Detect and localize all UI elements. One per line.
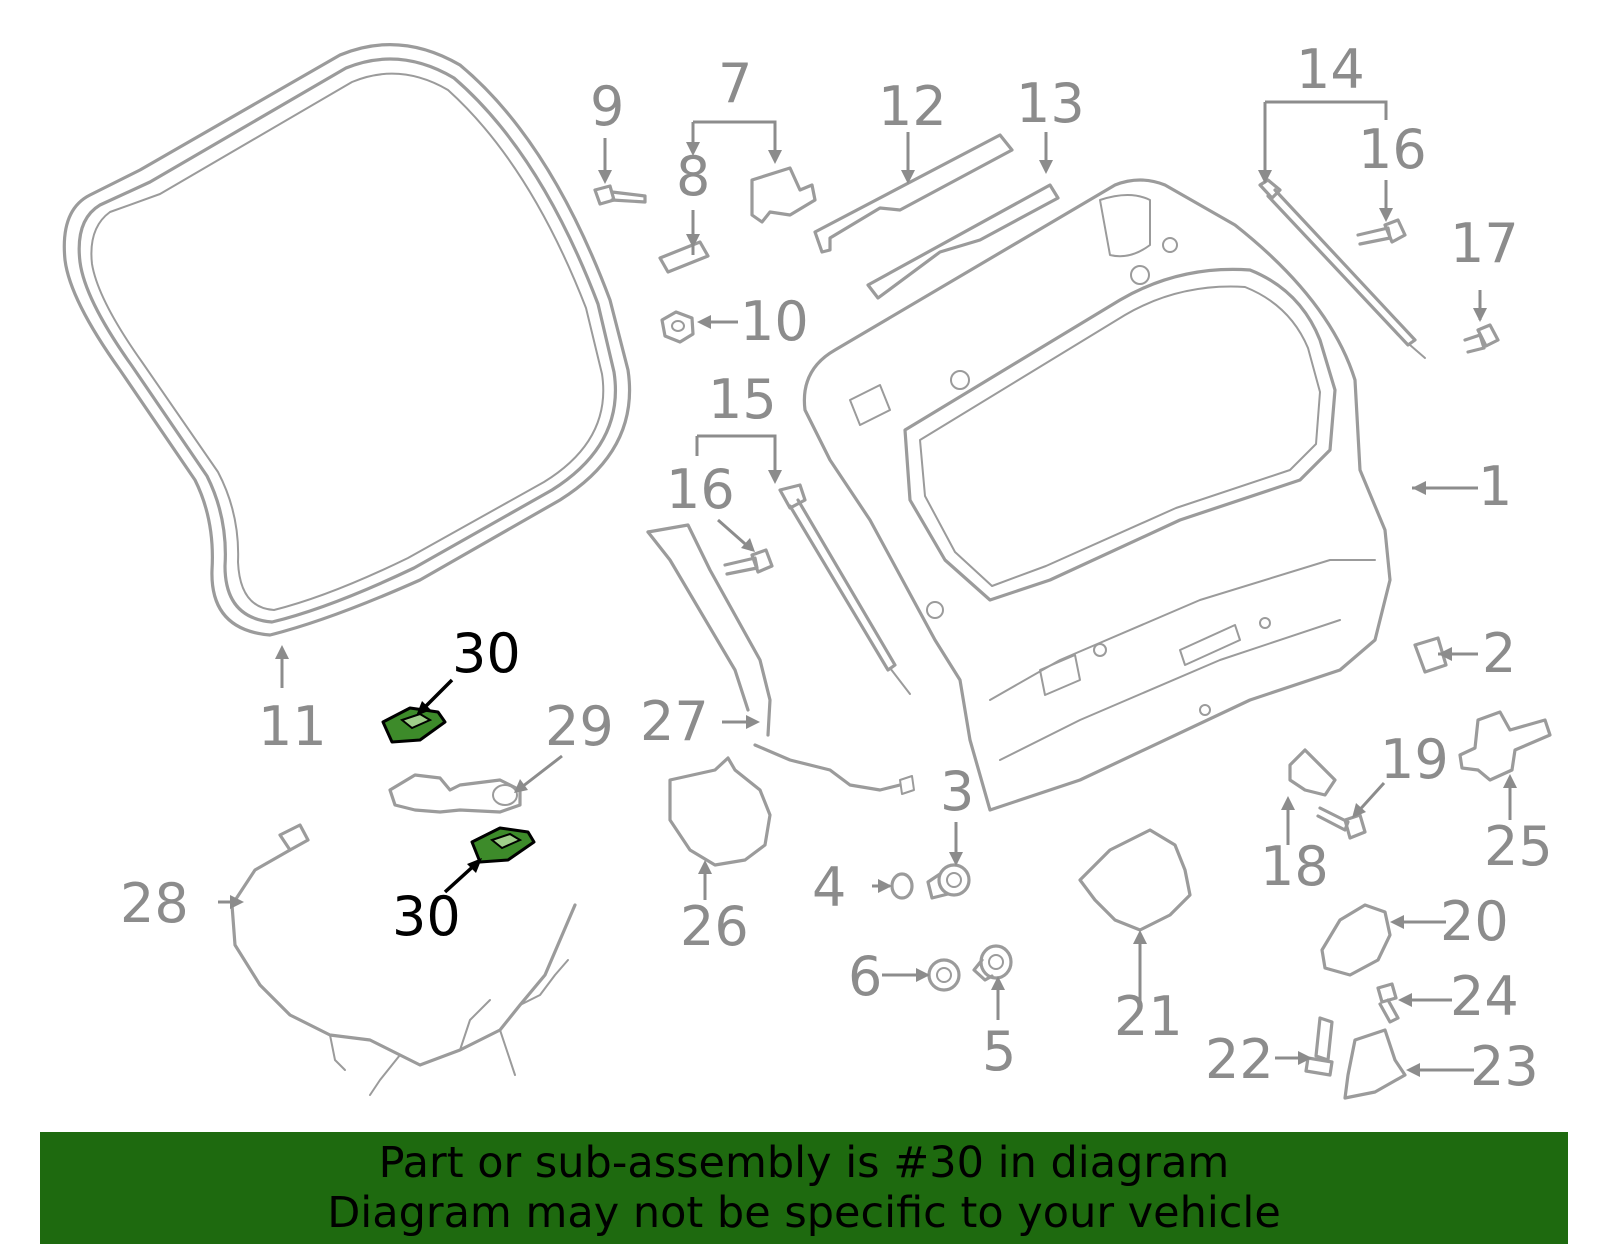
part-25-bracket bbox=[1458, 710, 1552, 782]
part-23-bracket bbox=[1343, 1028, 1407, 1100]
arrowheads-highlight bbox=[416, 701, 482, 873]
callout-8: 8 bbox=[676, 145, 710, 208]
callout-26: 26 bbox=[680, 895, 749, 958]
callout-25: 25 bbox=[1484, 815, 1553, 878]
part-24-bolt bbox=[1376, 982, 1400, 1024]
callout-30b: 30 bbox=[392, 885, 461, 948]
part-15-strut bbox=[778, 483, 911, 695]
callout-10: 10 bbox=[740, 290, 809, 353]
callout-16a: 16 bbox=[1358, 118, 1427, 181]
arrowheads bbox=[230, 142, 1517, 1077]
part-6-washer bbox=[927, 958, 961, 992]
callout-20: 20 bbox=[1440, 890, 1509, 953]
callout-11: 11 bbox=[258, 695, 327, 758]
callout-19: 19 bbox=[1380, 728, 1449, 791]
callout-1: 1 bbox=[1478, 455, 1512, 518]
callout-29: 29 bbox=[545, 695, 614, 758]
callout-12: 12 bbox=[878, 75, 947, 138]
part-10-nut bbox=[660, 310, 695, 344]
callout-24: 24 bbox=[1450, 965, 1519, 1028]
part-13-strip bbox=[866, 183, 1060, 300]
part-20-bracket bbox=[1320, 903, 1392, 977]
callout-15: 15 bbox=[708, 368, 777, 431]
part-8-pad bbox=[658, 240, 710, 274]
part-1-liftgate bbox=[802, 178, 1392, 812]
part-27-trim bbox=[646, 523, 915, 795]
part-18-latch bbox=[1288, 748, 1337, 797]
part-22-bolt bbox=[1304, 1016, 1334, 1077]
callout-6: 6 bbox=[848, 945, 882, 1008]
part-7-bracket bbox=[750, 166, 817, 224]
part-9-bolt bbox=[593, 184, 647, 206]
part-17-bolt bbox=[1463, 323, 1500, 354]
callout-2: 2 bbox=[1482, 622, 1516, 685]
part-11-weatherstrip bbox=[62, 42, 632, 637]
part-12-strip bbox=[813, 133, 1014, 254]
part-28-harness bbox=[230, 823, 577, 1096]
part-16-bolt-b bbox=[723, 548, 774, 576]
callout-22: 22 bbox=[1205, 1028, 1274, 1091]
callout-28: 28 bbox=[120, 872, 189, 935]
part-26-module bbox=[668, 756, 772, 867]
banner-line-2: Diagram may not be specific to your vehi… bbox=[327, 1188, 1281, 1238]
callout-17: 17 bbox=[1450, 212, 1519, 275]
part-16-bolt-a bbox=[1356, 218, 1407, 246]
callout-4: 4 bbox=[812, 856, 846, 919]
callout-9: 9 bbox=[590, 75, 624, 138]
part-21-latch bbox=[1078, 828, 1192, 932]
part-2-tab bbox=[1413, 636, 1448, 674]
callout-21: 21 bbox=[1114, 985, 1183, 1048]
callout-16b: 16 bbox=[666, 458, 735, 521]
part-3-grommet bbox=[926, 863, 971, 900]
callout-13: 13 bbox=[1016, 72, 1085, 135]
part-30-grommet-a bbox=[381, 706, 447, 744]
part-5-clip bbox=[972, 944, 1013, 982]
callout-23: 23 bbox=[1470, 1035, 1539, 1098]
part-29-grommet bbox=[388, 773, 522, 814]
callout-27: 27 bbox=[640, 690, 709, 753]
banner-line-1: Part or sub-assembly is #30 in diagram bbox=[378, 1138, 1230, 1188]
callout-30a: 30 bbox=[452, 622, 521, 685]
callout-5: 5 bbox=[982, 1020, 1016, 1083]
part-4-ring bbox=[890, 872, 914, 900]
callout-18: 18 bbox=[1260, 835, 1329, 898]
callout-14: 14 bbox=[1296, 38, 1365, 101]
callout-7: 7 bbox=[718, 52, 752, 115]
callout-3: 3 bbox=[940, 760, 974, 823]
part-30-grommet-b bbox=[470, 826, 536, 864]
info-banner: Part or sub-assembly is #30 in diagram D… bbox=[40, 1132, 1568, 1244]
